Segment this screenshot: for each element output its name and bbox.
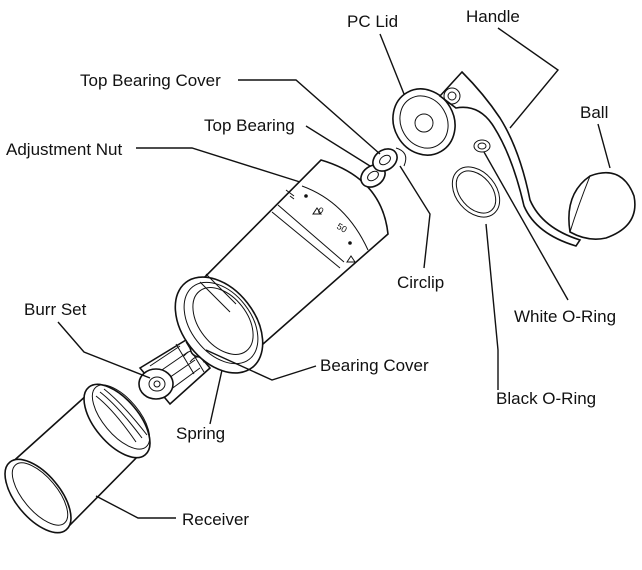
leader-bearing-cover <box>205 349 317 381</box>
leader-handle <box>497 27 560 129</box>
label-bearing-cover: Bearing Cover <box>320 356 429 375</box>
label-adjustment-nut: Adjustment Nut <box>6 140 122 159</box>
label-black-o-ring: Black O-Ring <box>496 389 596 408</box>
leader-receiver <box>95 495 176 519</box>
leader-top-bearing <box>305 125 371 167</box>
circlip-part <box>395 147 407 167</box>
label-ball: Ball <box>580 103 608 122</box>
white-o-ring-part <box>473 139 491 153</box>
grinder-body-part: 0 50 <box>174 159 389 374</box>
label-circlip: Circlip <box>397 273 444 292</box>
label-top-bearing: Top Bearing <box>204 116 295 135</box>
leader-burr-set <box>57 321 151 379</box>
pc-lid-part <box>392 88 456 156</box>
dial-mark-50: 50 <box>335 221 349 235</box>
receiver-part <box>4 383 151 534</box>
label-burr-set: Burr Set <box>24 300 87 319</box>
leader-white-o-ring <box>483 151 569 301</box>
dial-mark-0: 0 <box>316 205 325 216</box>
handle-part <box>438 70 582 247</box>
black-o-ring-part <box>451 166 501 218</box>
label-pc-lid: PC Lid <box>347 12 398 31</box>
leader-circlip <box>399 165 431 269</box>
label-receiver: Receiver <box>182 510 249 529</box>
leader-lines <box>57 27 611 519</box>
label-spring: Spring <box>176 424 225 443</box>
leader-ball <box>597 123 611 169</box>
label-top-bearing-cover: Top Bearing Cover <box>80 71 221 90</box>
leader-pc-lid <box>379 33 405 95</box>
label-handle: Handle <box>466 7 520 26</box>
leader-black-o-ring <box>485 223 499 390</box>
label-white-o-ring: White O-Ring <box>514 307 616 326</box>
top-bearing-cover-part <box>372 148 398 172</box>
leader-top-bearing-cover <box>238 79 381 155</box>
ball-part <box>568 171 636 240</box>
leader-spring <box>209 369 223 425</box>
leader-adjustment-nut <box>136 147 301 183</box>
